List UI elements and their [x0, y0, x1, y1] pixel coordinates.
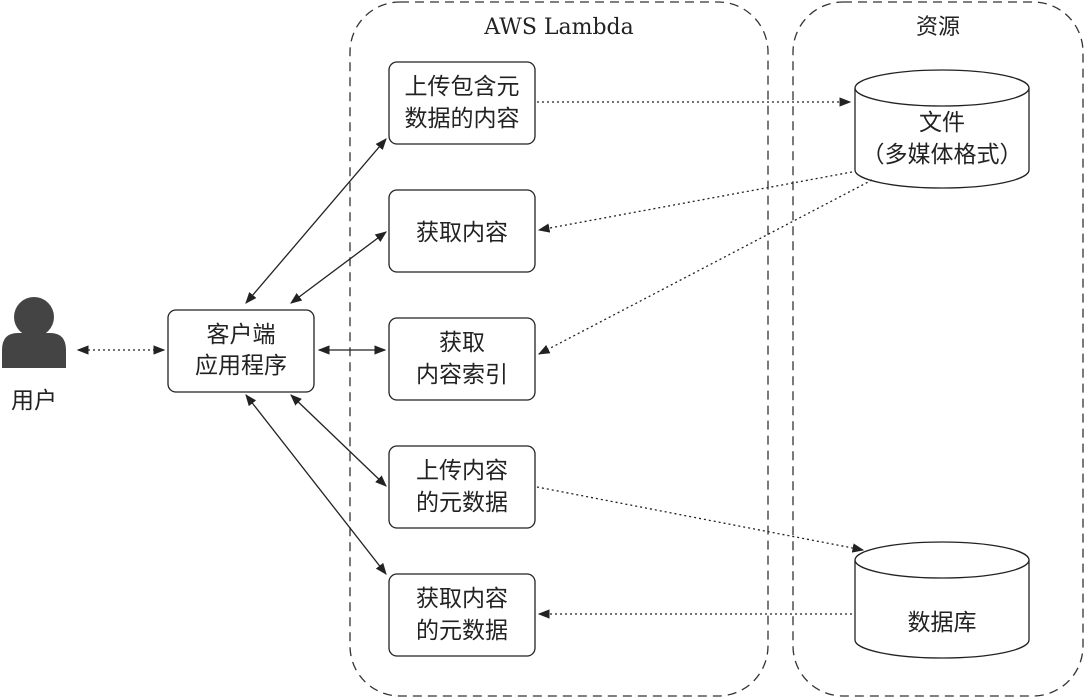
files-label-line2: （多媒体格式） — [862, 142, 1023, 168]
files-fn2-link — [537, 171, 853, 233]
get-content-box — [388, 189, 536, 273]
client-app-box — [167, 309, 315, 393]
fn3-line2: 内容索引 — [416, 362, 508, 388]
client-fn1-link — [245, 138, 387, 304]
files-cylinder — [854, 69, 1030, 189]
resources-title: 资源 — [916, 15, 960, 40]
fn4-database-link — [536, 486, 865, 553]
fn1-line1: 上传包含元 — [405, 74, 520, 100]
client-app-line2: 应用程序 — [195, 353, 287, 379]
client-app-line1: 客户端 — [207, 322, 276, 348]
user-label: 用户 — [11, 388, 57, 414]
upload-content-with-metadata-box — [388, 61, 536, 145]
upload-content-metadata-box — [388, 445, 536, 529]
fn4-line1: 上传内容 — [416, 458, 508, 484]
client-fn2-link — [290, 231, 387, 304]
fn5-line1: 获取内容 — [416, 586, 508, 612]
fn3-line1: 获取 — [439, 330, 485, 356]
database-label: 数据库 — [908, 610, 977, 636]
resources-group — [792, 1, 1084, 697]
get-content-index-box — [388, 317, 536, 401]
files-label-line1: 文件 — [919, 110, 965, 136]
get-content-metadata-box — [388, 573, 536, 657]
client-fn5-link — [245, 394, 387, 575]
fn1-line2: 数据的内容 — [405, 106, 520, 132]
fn5-line2: 的元数据 — [416, 618, 508, 644]
aws-lambda-title: AWS Lambda — [483, 15, 634, 40]
client-fn4-link — [290, 394, 387, 487]
fn2-line1: 获取内容 — [416, 220, 508, 246]
fn4-line2: 的元数据 — [416, 490, 508, 516]
files-fn3-link — [537, 179, 873, 355]
user-icon — [2, 297, 66, 368]
database-cylinder — [854, 541, 1030, 659]
